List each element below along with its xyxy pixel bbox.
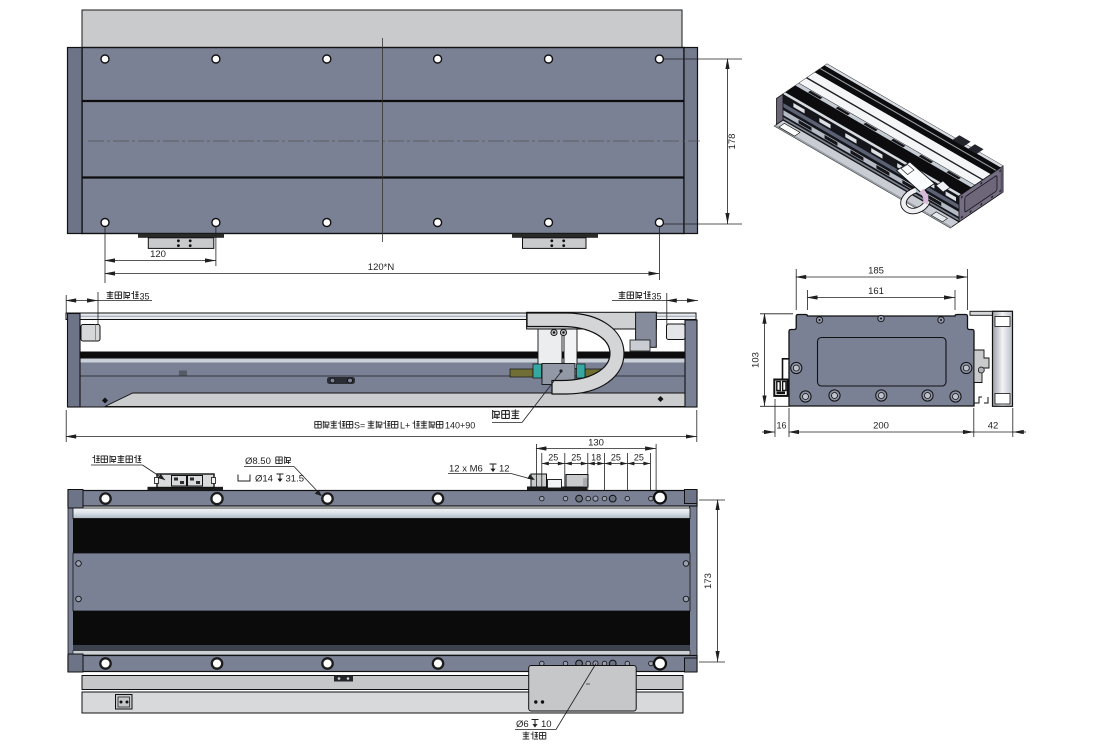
svg-text:31.5: 31.5 — [286, 474, 305, 485]
svg-text:Ø14: Ø14 — [255, 474, 273, 485]
svg-text:16: 16 — [776, 421, 786, 431]
svg-text:Ø6: Ø6 — [516, 719, 529, 730]
svg-text:18: 18 — [591, 453, 601, 463]
svg-text:103: 103 — [751, 352, 762, 368]
svg-text:120: 120 — [150, 249, 166, 260]
svg-text:L+: L+ — [400, 421, 410, 431]
svg-text:Ø8.50: Ø8.50 — [245, 456, 271, 467]
svg-text:178: 178 — [727, 134, 738, 150]
svg-text:35: 35 — [652, 292, 662, 302]
svg-text:S=: S= — [354, 421, 365, 431]
svg-text:140+90: 140+90 — [445, 421, 475, 431]
svg-text:120*N: 120*N — [368, 262, 395, 273]
svg-text:42: 42 — [988, 421, 999, 432]
svg-text:25: 25 — [611, 453, 621, 463]
svg-text:25: 25 — [634, 453, 644, 463]
svg-text:130: 130 — [588, 438, 604, 449]
svg-text:161: 161 — [868, 286, 884, 297]
svg-text:25: 25 — [571, 453, 581, 463]
svg-text:10: 10 — [541, 719, 552, 730]
svg-text:25: 25 — [548, 453, 558, 463]
svg-text:35: 35 — [140, 292, 150, 302]
svg-text:12: 12 — [499, 464, 510, 475]
svg-text:185: 185 — [868, 266, 884, 277]
svg-text:12 x M6: 12 x M6 — [449, 464, 483, 475]
svg-text:200: 200 — [873, 421, 889, 432]
svg-text:173: 173 — [703, 573, 714, 589]
